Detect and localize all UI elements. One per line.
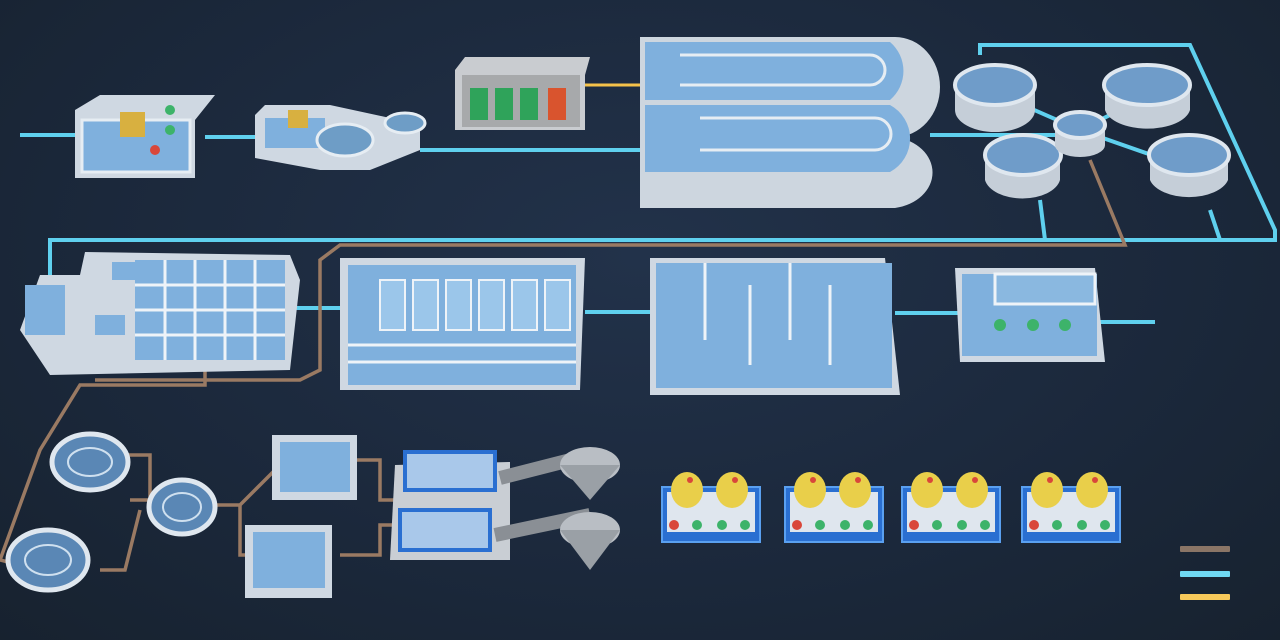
dosing-skid [784, 472, 884, 543]
water-pipes [20, 43, 1277, 324]
baffled-basin [650, 258, 900, 395]
thickener [146, 477, 218, 537]
to-press-pipe [340, 458, 400, 557]
distribution-well [1053, 110, 1107, 157]
dosing-skids [661, 472, 1121, 543]
sludge-return-pipe [95, 159, 1128, 382]
disinfection-tank [955, 268, 1105, 362]
thickener [5, 527, 91, 593]
bioreactor [640, 37, 940, 208]
legend-water-line [1180, 571, 1230, 577]
thickener [49, 431, 131, 493]
sludge-hopper [560, 512, 620, 570]
clarifier [1102, 63, 1192, 129]
dosing-skid [901, 472, 1001, 543]
filter-building [20, 252, 300, 375]
clarifier [983, 133, 1063, 199]
coarse-screen [75, 95, 215, 178]
grit-chamber [255, 105, 427, 170]
disc-filter [340, 258, 585, 390]
return-pipe [48, 238, 1275, 290]
sludge-hopper [560, 447, 620, 500]
legend-chemical-line [1180, 594, 1230, 600]
dosing-skid [1021, 472, 1121, 543]
dosing-skid [661, 472, 761, 543]
secondary-clarifiers [953, 63, 1231, 199]
legend [1180, 546, 1230, 600]
blower-room [455, 57, 590, 130]
clarifier [953, 63, 1037, 132]
thickener-links [100, 453, 277, 572]
filter-press [390, 447, 620, 570]
sludge-storage-tanks [245, 435, 357, 598]
legend-sludge-line [1180, 546, 1230, 552]
clarifier [1147, 133, 1231, 198]
sludge-thickeners [5, 431, 218, 593]
